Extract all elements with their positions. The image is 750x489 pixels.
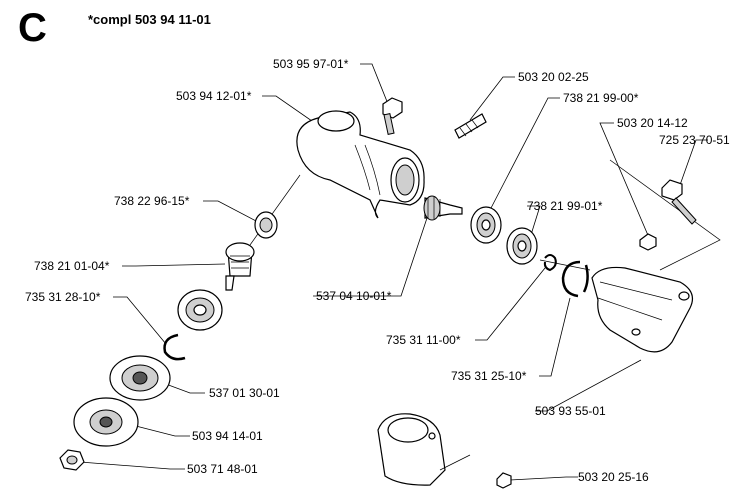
- leader-lines: [79, 63, 721, 481]
- bearing-small: [254, 211, 278, 239]
- label-p12: 735 31 11-00*: [386, 333, 461, 347]
- leader-p4: [489, 97, 560, 211]
- bolt-guard: [661, 179, 697, 225]
- screw-guard: [639, 233, 657, 251]
- bearing-large: [470, 206, 502, 244]
- leader-p18: [509, 476, 578, 481]
- label-p3: 503 20 02-25: [518, 70, 589, 84]
- leader-p3: [469, 76, 515, 121]
- label-p18: 503 20 25-16: [578, 470, 649, 484]
- gear-housing: [296, 110, 425, 219]
- guard-cover: [591, 266, 693, 353]
- part-labels: 503 95 97-01* 503 94 12-01* 503 20 02-25…: [25, 57, 730, 484]
- hex-nut: [59, 449, 85, 471]
- leader-p7: [203, 200, 259, 223]
- guard-axis-line: [609, 159, 721, 271]
- label-p13: 735 31 25-10*: [451, 369, 527, 383]
- label-p15: 503 93 55-01: [535, 404, 606, 418]
- label-p8: 738 21 99-01*: [527, 199, 603, 213]
- axis-line-left: [249, 174, 301, 246]
- label-p6: 725 23 70-51: [659, 133, 730, 147]
- leader-p15: [535, 359, 642, 412]
- label-p5: 503 20 14-12: [617, 116, 688, 130]
- leader-p2: [262, 95, 323, 129]
- shaft-gear: [423, 195, 463, 221]
- label-p9: 738 21 01-04*: [34, 259, 110, 273]
- label-p2: 503 94 12-01*: [176, 89, 252, 103]
- label-p7: 738 22 96-15*: [114, 194, 190, 208]
- circlip-lower: [163, 333, 186, 361]
- leader-p17: [79, 461, 185, 470]
- circlip-small: [543, 254, 557, 272]
- flange-upper: [109, 355, 171, 401]
- leader-p10: [313, 199, 434, 297]
- bearing-lower: [177, 289, 223, 331]
- leader-p11: [113, 296, 167, 345]
- label-p1: 503 95 97-01*: [273, 57, 349, 71]
- clamp-collar: [377, 413, 471, 486]
- label-p16: 503 94 14-01: [192, 429, 263, 443]
- assembly-part-number: *compl 503 94 11-01: [88, 12, 211, 27]
- section-letter: C: [18, 6, 47, 50]
- leader-p13: [539, 297, 571, 377]
- screw-set: [454, 113, 487, 139]
- label-p4: 738 21 99-00*: [563, 91, 639, 105]
- label-p11: 735 31 28-10*: [25, 290, 101, 304]
- leader-p1: [360, 63, 389, 105]
- bearing-medium: [506, 227, 538, 265]
- bolt-top: [382, 97, 403, 135]
- leader-p9: [122, 263, 226, 267]
- leader-p8: [527, 205, 541, 239]
- pinion-gear: [225, 242, 255, 291]
- leader-p6: [679, 139, 708, 186]
- screw-bottom: [496, 472, 512, 489]
- label-p17: 503 71 48-01: [187, 462, 258, 476]
- label-p14: 537 01 30-01: [209, 386, 280, 400]
- axis-line-right: [539, 259, 591, 271]
- leader-p5: [599, 122, 651, 241]
- leader-p16: [127, 423, 190, 437]
- retaining-ring: [561, 260, 589, 298]
- label-p10: 537 04 10-01*: [316, 289, 392, 303]
- leader-p12: [475, 267, 546, 341]
- flange-lower: [73, 397, 139, 447]
